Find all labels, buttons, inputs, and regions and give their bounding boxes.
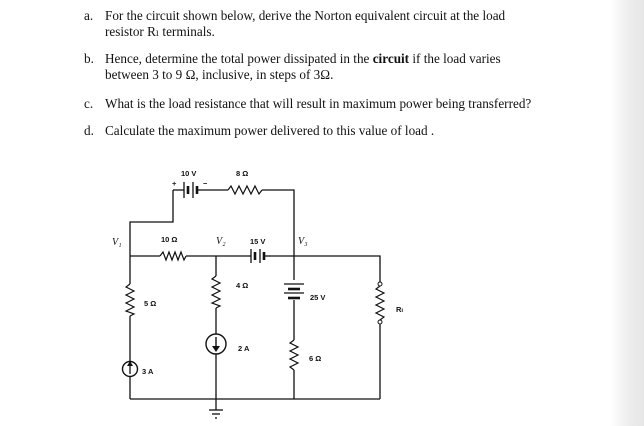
question-b-label: b. [84,51,94,66]
question-d-label: d. [84,123,94,138]
wire-top-left [129,190,174,284]
battery-15v-icon [247,249,271,263]
label-6ohm: 6 Ω [309,354,321,363]
load-resistor-icon [374,281,386,325]
label-10v: 10 V [181,169,196,178]
label-3a: 3 A [142,367,154,376]
node-v2-label: V₂ [216,236,226,247]
resistor-4ohm-icon [210,275,222,309]
node-v3-label: V₃ [298,236,308,247]
question-a-line2: resistor Rₗ terminals. [105,24,215,39]
question-d-text: Calculate the maximum power delivered to… [105,123,435,138]
resistor-10ohm-icon [159,250,187,262]
page-edge-shadow [610,0,644,426]
resistor-8ohm-icon [227,184,263,196]
label-10ohm: 10 Ω [161,235,177,244]
ground-icon [209,409,223,419]
wire-middle-row [271,255,381,282]
label-15v: 15 V [250,237,265,246]
question-b-line1: Hence, determine the total power dissipa… [105,51,501,66]
wire-top-right [262,189,295,256]
question-b-line2: between 3 to 9 Ω, inclusive, in steps of… [105,67,334,82]
question-c-label: c. [84,96,94,111]
label-4ohm: 4 Ω [236,281,248,290]
current-source-2a-icon [205,333,227,355]
battery-25v-icon [284,283,304,300]
question-a-label: a. [84,8,94,23]
label-25v: 25 V [310,293,325,302]
label-load: Rₗ [396,305,403,314]
current-source-3a-icon [121,360,139,378]
label-2a: 2 A [238,344,250,353]
node-v1-label: V₁ [112,237,122,248]
plus-sign: + [172,179,177,188]
question-b-bold-word: circuit [372,51,410,66]
battery-10v-icon [178,182,201,198]
resistor-6ohm-icon [288,339,300,371]
label-8ohm: 8 Ω [236,169,248,178]
question-a-line1: For the circuit shown below, derive the … [105,8,506,23]
question-c-text: What is the load resistance that will re… [105,96,532,111]
resistor-5ohm-icon [124,283,136,317]
label-5ohm: 5 Ω [144,299,156,308]
minus-sign: − [203,179,208,188]
